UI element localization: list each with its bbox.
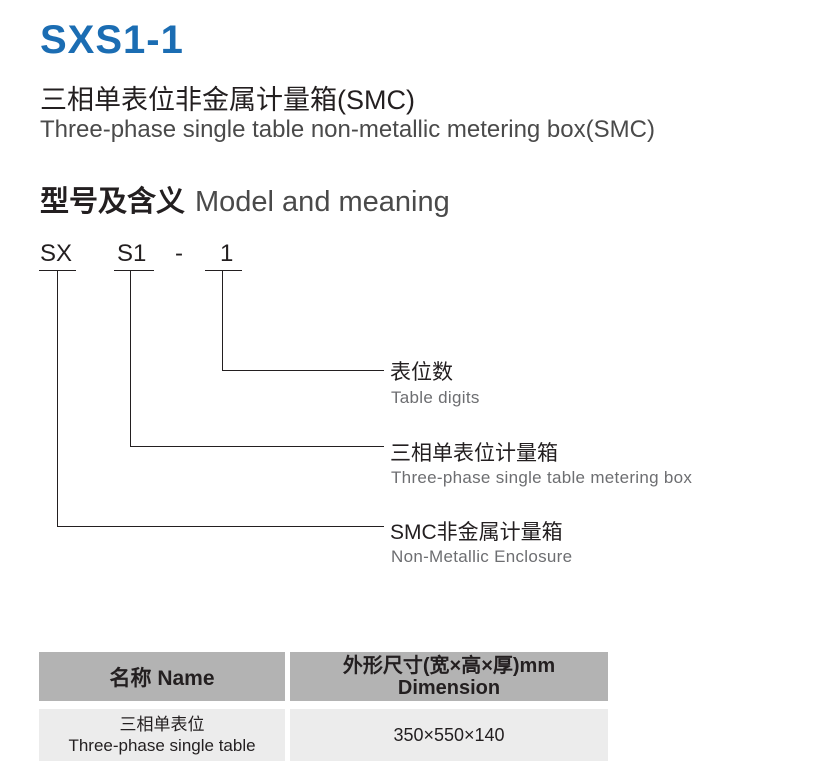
leader-line-vertical-1 [222,270,223,371]
table-row-name-cell: 三相单表位 Three-phase single table [39,709,285,761]
product-title-cn: 三相单表位非金属计量箱(SMC) [40,85,415,115]
table-header-dimension: 外形尺寸(宽×高×厚)mm Dimension [290,652,608,701]
table-header-name-label: 名称 Name [109,666,215,690]
meaning-metering-box-en: Three-phase single table metering box [391,468,693,487]
meaning-metering-box-cn: 三相单表位计量箱 [390,442,558,465]
meaning-table-digits-cn: 表位数 [390,361,453,384]
code-part-s1: S1 [117,240,147,267]
meaning-enclosure-cn: SMC非金属计量箱 [390,521,563,544]
table-header-name: 名称 Name [39,652,285,701]
model-code-title: SXS1-1 [40,18,184,62]
section-heading: 型号及含义 Model and meaning [40,178,450,220]
table-row-dimension: 350×550×140 [393,724,505,745]
table-header-dimension-cn: 外形尺寸(宽×高×厚)mm [342,654,556,677]
table-header-dimension-en: Dimension [397,676,501,699]
table-row-name-en: Three-phase single table [68,736,256,755]
code-part-dash: - [175,240,183,267]
code-part-sx: SX [40,240,73,267]
leader-line-horizontal-3 [57,526,384,527]
section-heading-en: Model and meaning [195,186,450,218]
meaning-enclosure-en: Non-Metallic Enclosure [391,547,573,566]
code-part-s1-underline [114,270,154,271]
code-part-1-underline [205,270,242,271]
product-title-en: Three-phase single table non-metallic me… [40,116,655,143]
meaning-table-digits-en: Table digits [391,388,480,407]
table-row-name-cn: 三相单表位 [119,715,205,734]
leader-line-horizontal-2 [130,446,384,447]
section-heading-cn: 型号及含义 [40,186,186,218]
code-part-1: 1 [220,240,234,267]
leader-line-vertical-2 [130,270,131,447]
leader-line-vertical-3 [57,270,58,527]
leader-line-horizontal-1 [222,370,384,371]
table-row-dimension-cell: 350×550×140 [290,709,608,761]
